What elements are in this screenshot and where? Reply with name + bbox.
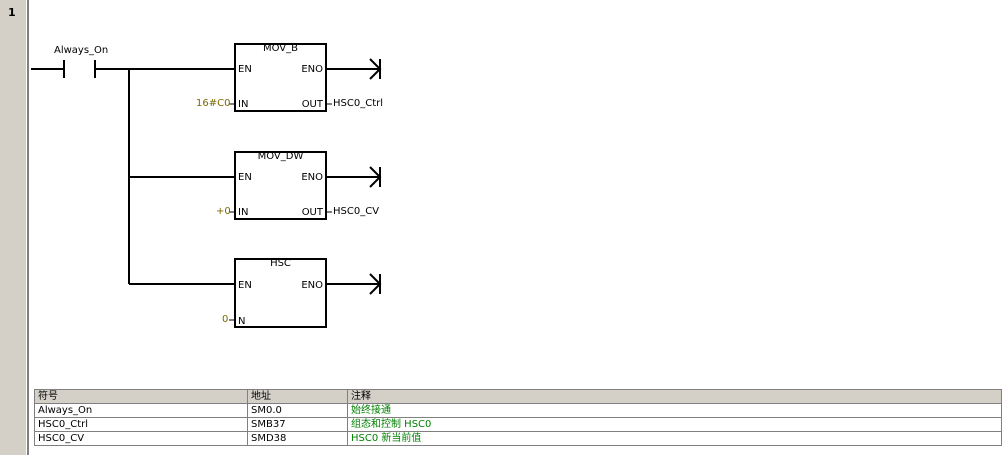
- table-row[interactable]: HSC0_CV SMD38 HSC0 新当前值: [34, 431, 1002, 446]
- address-cell[interactable]: SMD38: [247, 431, 348, 446]
- table-row[interactable]: HSC0_Ctrl SMB37 组态和控制 HSC0: [34, 417, 1002, 432]
- mov-dw-in-pin: IN: [238, 207, 249, 218]
- mov-b-block[interactable]: MOV_B EN ENO IN OUT: [234, 43, 327, 112]
- hsc-n-value[interactable]: 0: [222, 314, 229, 325]
- address-cell[interactable]: SMB37: [247, 417, 348, 432]
- symbol-cell[interactable]: HSC0_CV: [34, 431, 248, 446]
- mov-dw-title: MOV_DW: [257, 151, 304, 162]
- header-comment[interactable]: 注释: [347, 389, 1002, 404]
- contact-label[interactable]: Always_On: [54, 45, 109, 56]
- mov-b-in-value[interactable]: 16#C0: [196, 98, 231, 109]
- hsc-eno-pin: ENO: [301, 280, 323, 291]
- mov-dw-block[interactable]: MOV_DW EN ENO IN OUT: [234, 151, 327, 220]
- mov-b-in-pin: IN: [238, 99, 249, 110]
- mov-dw-in-value[interactable]: +0: [216, 206, 231, 217]
- symbol-cell[interactable]: HSC0_Ctrl: [34, 417, 248, 432]
- mov-dw-out-value[interactable]: HSC0_CV: [333, 206, 380, 217]
- address-cell[interactable]: SM0.0: [247, 403, 348, 418]
- mov-dw-out-pin: OUT: [301, 207, 323, 218]
- hsc-block[interactable]: HSC EN ENO N: [234, 258, 327, 328]
- mov-b-out-value[interactable]: HSC0_Ctrl: [333, 98, 384, 109]
- header-address[interactable]: 地址: [247, 389, 348, 404]
- table-row[interactable]: Always_On SM0.0 始终接通: [34, 403, 1002, 418]
- mov-b-en-pin: EN: [238, 64, 252, 75]
- network-number[interactable]: 1: [8, 6, 16, 19]
- comment-cell[interactable]: HSC0 新当前值: [347, 431, 1002, 446]
- comment-cell[interactable]: 组态和控制 HSC0: [347, 417, 1002, 432]
- mov-b-title: MOV_B: [262, 43, 299, 54]
- mov-dw-eno-pin: ENO: [301, 172, 323, 183]
- ladder-wiring: [31, 58, 382, 321]
- header-symbol[interactable]: 符号: [34, 389, 248, 404]
- power-rail: [27, 0, 29, 455]
- network-gutter: [0, 0, 26, 455]
- mov-b-eno-pin: ENO: [301, 64, 323, 75]
- symbol-table: 符号 地址 注释 Always_On SM0.0 始终接通 HSC0_Ctrl …: [34, 389, 1002, 446]
- symbol-cell[interactable]: Always_On: [34, 403, 248, 418]
- comment-cell[interactable]: 始终接通: [347, 403, 1002, 418]
- hsc-en-pin: EN: [238, 280, 252, 291]
- hsc-n-pin: N: [238, 316, 246, 327]
- symbol-table-header: 符号 地址 注释: [34, 389, 1002, 404]
- mov-b-out-pin: OUT: [301, 99, 323, 110]
- mov-dw-en-pin: EN: [238, 172, 252, 183]
- hsc-title: HSC: [270, 258, 291, 269]
